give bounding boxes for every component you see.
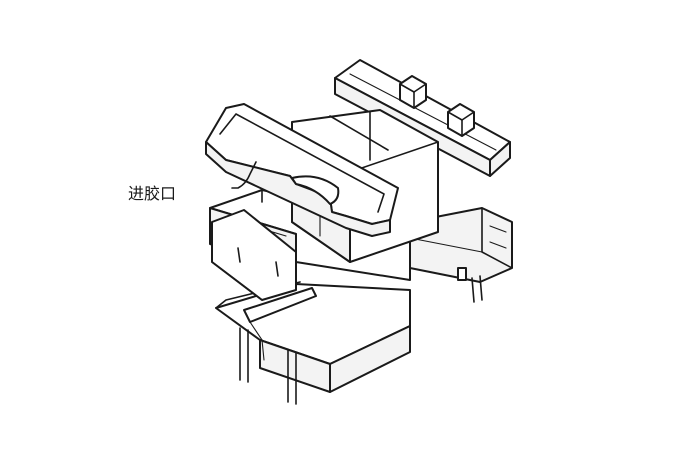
- gate-label: 进胶口: [128, 184, 177, 203]
- rail-tab-front: [399, 75, 427, 109]
- rail-tab-rear: [447, 103, 475, 137]
- base-front-block: [215, 281, 411, 393]
- bobbin-pins: [237, 247, 297, 405]
- gate-leader-line: [231, 161, 257, 189]
- base-left-arm: [211, 209, 297, 301]
- top-left-flange: [205, 103, 399, 237]
